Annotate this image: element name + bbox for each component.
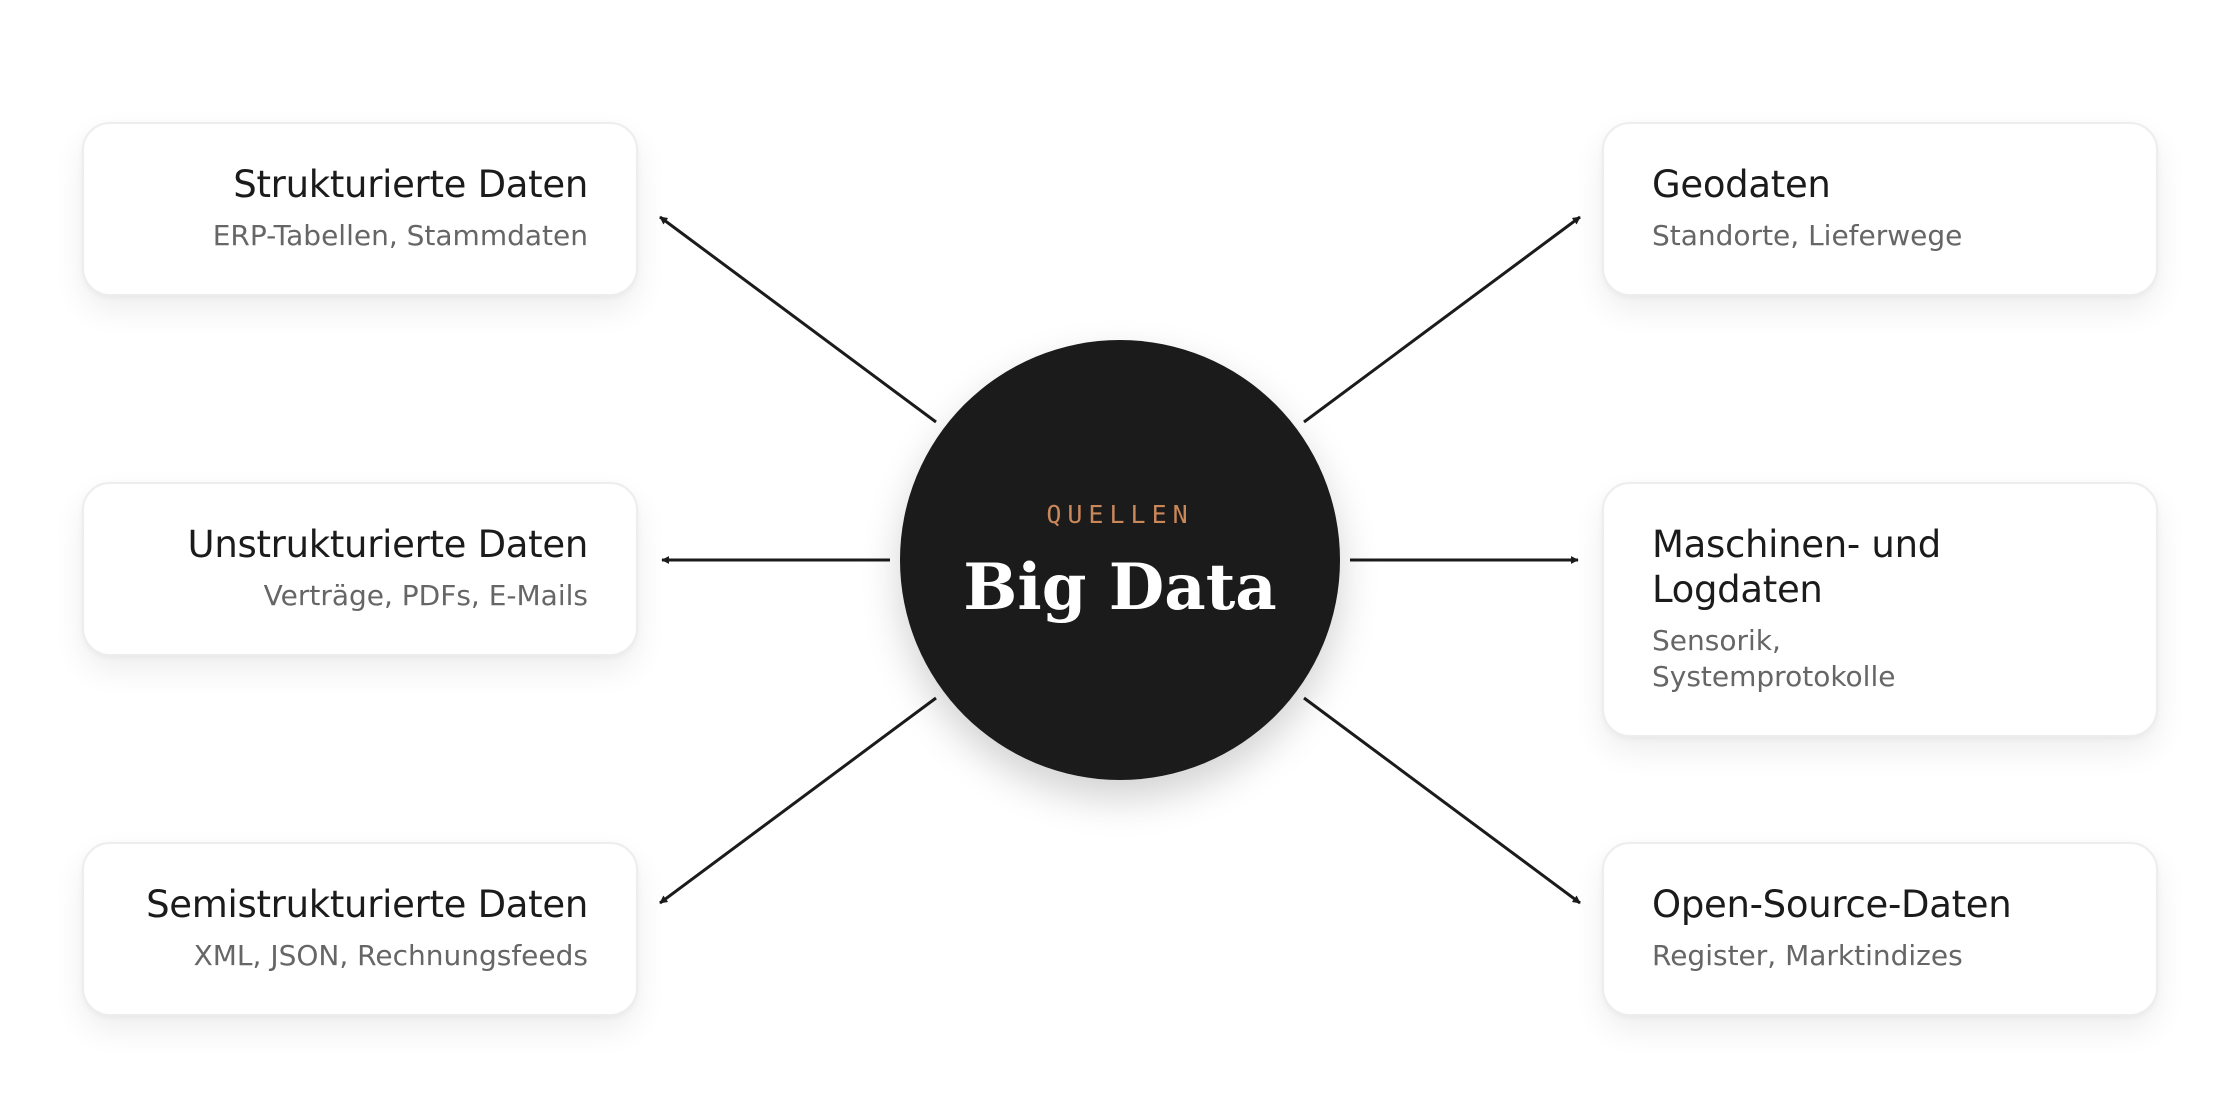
hub-title: Big Data: [963, 550, 1277, 625]
source-card-unstrukturierte-daten: Unstrukturierte Daten Verträge, PDFs, E-…: [82, 482, 638, 656]
arrow-to-geodaten: [1303, 215, 1581, 424]
source-card-title: Semistrukturierte Daten: [146, 883, 588, 926]
source-card-maschinen-und-logdaten: Maschinen- und Logdaten Sensorik, System…: [1602, 482, 2158, 737]
source-card-strukturierte-daten: Strukturierte Daten ERP-Tabellen, Stammd…: [82, 122, 638, 296]
source-card-title: Unstrukturierte Daten: [187, 523, 589, 566]
source-card-open-source-daten: Open-Source-Daten Register, Marktindizes: [1602, 842, 2158, 1016]
source-card-subtitle: Sensorik, Systemprotokolle: [1652, 624, 1896, 693]
source-card-subtitle: XML, JSON, Rechnungsfeeds: [193, 939, 588, 972]
source-card-title: Strukturierte Daten: [233, 163, 588, 206]
source-card-semistrukturierte-daten: Semistrukturierte Daten XML, JSON, Rechn…: [82, 842, 638, 1016]
source-card-subtitle: Verträge, PDFs, E-Mails: [263, 579, 588, 612]
source-card-subtitle: ERP-Tabellen, Stammdaten: [212, 219, 588, 252]
arrow-to-strukturierte-daten: [659, 215, 937, 424]
source-card-geodaten: Geodaten Standorte, Lieferwege: [1602, 122, 2158, 296]
source-card-title: Maschinen- und Logdaten: [1652, 523, 1941, 611]
arrow-to-open-source-daten: [1303, 696, 1581, 905]
arrow-to-semistrukturierte-daten: [659, 696, 937, 905]
source-card-title: Geodaten: [1652, 163, 1831, 206]
source-card-subtitle: Standorte, Lieferwege: [1652, 219, 1963, 252]
source-card-title: Open-Source-Daten: [1652, 883, 2012, 926]
hub-kicker: QUELLEN: [1046, 500, 1194, 529]
big-data-hub: QUELLEN Big Data: [900, 340, 1340, 780]
source-card-subtitle: Register, Marktindizes: [1652, 939, 1963, 972]
